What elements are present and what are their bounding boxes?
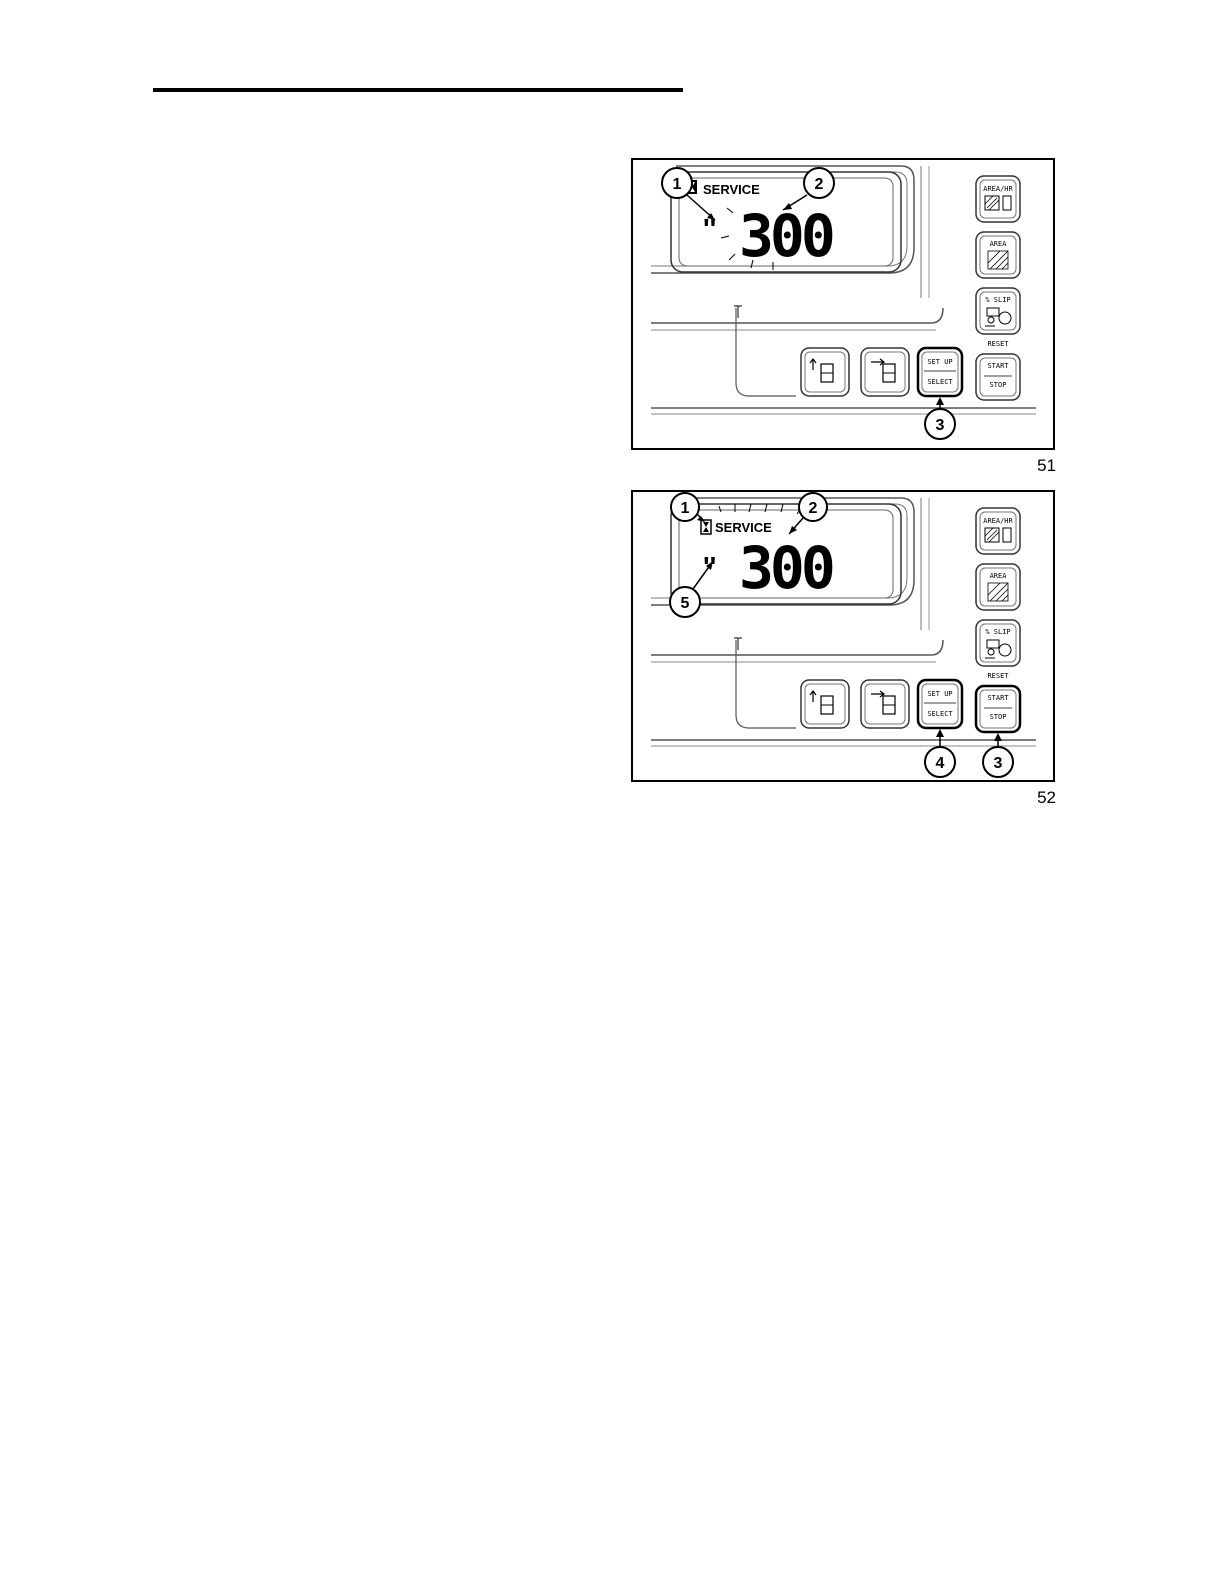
- flash-marks: [720, 207, 774, 270]
- key-area-hr[interactable]: AREA/HR: [975, 507, 1021, 555]
- flash-marks: [718, 503, 802, 515]
- callout-1: 1: [670, 492, 705, 522]
- key-setup-select[interactable]: SET UP SELECT: [916, 346, 964, 398]
- svg-text:AREA/HR: AREA/HR: [983, 185, 1013, 193]
- key-next-digit[interactable]: [860, 679, 910, 729]
- reset-label: RESET: [987, 672, 1009, 680]
- lcd-digits: 300: [739, 534, 833, 602]
- callout-2: 2: [782, 167, 835, 211]
- figure-52: SERVICE '' 300 1 2 5: [631, 490, 1056, 810]
- svg-text:STOP: STOP: [990, 713, 1007, 721]
- svg-text:SELECT: SELECT: [927, 378, 953, 386]
- lcd-prefix-segment: '': [703, 213, 716, 244]
- tractor-icon: [986, 639, 1000, 649]
- svg-text:% SLIP: % SLIP: [985, 628, 1010, 636]
- callout-4: 4: [924, 729, 956, 778]
- svg-text:3: 3: [994, 755, 1003, 772]
- up-arrow-icon: [809, 690, 817, 702]
- svg-text:5: 5: [681, 595, 690, 612]
- svg-text:SET UP: SET UP: [927, 690, 952, 698]
- svg-text:2: 2: [815, 176, 824, 193]
- lcd-window: [670, 503, 902, 605]
- key-slip[interactable]: % SLIP: [975, 619, 1021, 667]
- lcd-window: [670, 171, 902, 273]
- lcd-digits: 300: [739, 202, 833, 270]
- key-next-digit[interactable]: [860, 347, 910, 397]
- header-rule: [153, 88, 683, 92]
- up-arrow-icon: [809, 358, 817, 370]
- svg-text:3: 3: [936, 417, 945, 434]
- svg-text:STOP: STOP: [990, 381, 1007, 389]
- key-start-stop[interactable]: START STOP: [974, 684, 1022, 734]
- callout-1: 1: [661, 167, 716, 221]
- key-slip[interactable]: % SLIP: [975, 287, 1021, 335]
- callout-3: 3: [924, 397, 956, 440]
- lcd-service-label: SERVICE: [703, 182, 760, 197]
- reset-label: RESET: [987, 340, 1009, 348]
- key-start-stop[interactable]: START STOP: [975, 353, 1021, 401]
- key-up-digit[interactable]: [800, 679, 850, 729]
- svg-text:SELECT: SELECT: [927, 710, 953, 718]
- svg-text:1: 1: [681, 500, 690, 517]
- key-area[interactable]: AREA: [975, 563, 1021, 611]
- callout-5: 5: [669, 561, 713, 618]
- key-setup-select[interactable]: SET UP SELECT: [916, 678, 964, 730]
- svg-text:4: 4: [936, 755, 945, 772]
- svg-text:1: 1: [673, 176, 682, 193]
- callout-2: 2: [788, 492, 828, 535]
- svg-text:AREA: AREA: [990, 240, 1008, 248]
- key-area-hr[interactable]: AREA/HR: [975, 175, 1021, 223]
- svg-text:START: START: [987, 362, 1009, 370]
- figure-number: 52: [1037, 788, 1056, 807]
- lcd-service-label: SERVICE: [715, 520, 772, 535]
- tractor-icon: [986, 307, 1000, 317]
- svg-text:SET UP: SET UP: [927, 358, 952, 366]
- svg-text:2: 2: [809, 500, 818, 517]
- monitor-illustration: SERVICE '' 300 1 2 5: [631, 490, 1055, 782]
- monitor-illustration: SERVICE '' 300 1 2 AREA/HR: [631, 158, 1055, 450]
- figure-51: SERVICE '' 300 1 2 AREA/HR: [631, 158, 1056, 478]
- svg-text:% SLIP: % SLIP: [985, 296, 1010, 304]
- key-up-digit[interactable]: [800, 347, 850, 397]
- svg-text:START: START: [987, 694, 1009, 702]
- hourglass-icon: [700, 519, 712, 535]
- right-arrow-icon: [871, 358, 885, 366]
- key-area[interactable]: AREA: [975, 231, 1021, 279]
- svg-text:AREA: AREA: [990, 572, 1008, 580]
- callout-3: 3: [982, 733, 1014, 778]
- right-arrow-icon: [871, 690, 885, 698]
- svg-text:AREA/HR: AREA/HR: [983, 517, 1013, 525]
- figure-number: 51: [1037, 456, 1056, 475]
